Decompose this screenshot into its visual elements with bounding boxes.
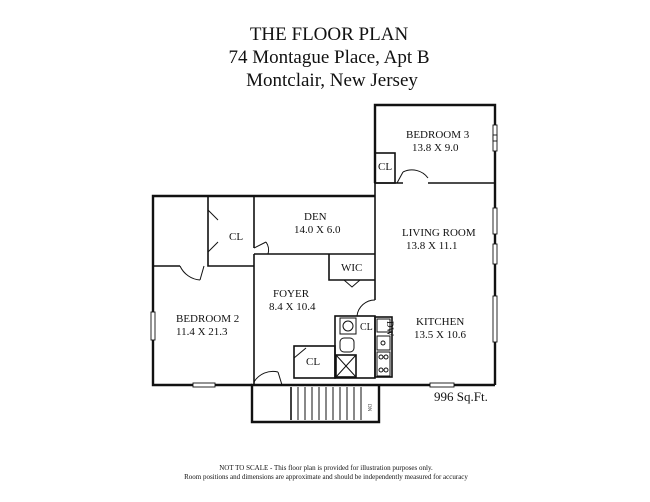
foyer-dims: 8.4 X 10.4	[269, 301, 316, 313]
kitchen-name: KITCHEN	[416, 316, 464, 328]
window-bedroom3-b	[492, 134, 498, 142]
window-bedroom2-side	[150, 311, 156, 341]
kitchen-counter	[374, 316, 393, 378]
burner-3	[378, 367, 384, 373]
den-dims: 14.0 X 6.0	[294, 224, 341, 236]
title-address: 74 Montague Place, Apt B	[228, 47, 429, 68]
door-foyer-closet	[293, 347, 307, 359]
title-block: THE FLOOR PLAN 74 Montague Place, Apt B …	[228, 24, 429, 91]
foyer-closet	[293, 345, 336, 379]
bedroom3-closet	[374, 152, 396, 184]
shower-diag-b	[335, 354, 357, 378]
bedroom2-closet-walls	[207, 196, 254, 267]
disclaimer-line-1: NOT TO SCALE - This floor plan is provid…	[219, 464, 433, 472]
west-outer-wall	[151, 194, 375, 387]
den-name: DEN	[304, 211, 327, 223]
title-heading: THE FLOOR PLAN	[250, 24, 409, 45]
bedroom2-name: BEDROOM 2	[176, 313, 239, 325]
bedroom2-dims: 11.4 X 21.3	[176, 326, 228, 338]
wic-label: WIC	[341, 262, 362, 274]
stairs-label: DN	[366, 404, 371, 412]
disclaimer: NOT TO SCALE - This floor plan is provid…	[184, 464, 468, 481]
title-city: Montclair, New Jersey	[246, 70, 418, 91]
living-room-name: LIVING ROOM	[402, 227, 476, 239]
stairs	[290, 387, 362, 420]
burner-1	[378, 354, 384, 360]
foyer-closet-label: CL	[306, 356, 320, 368]
foyer-name: FOYER	[273, 288, 310, 300]
kitchen-sink	[376, 335, 391, 351]
door-entry-arc	[253, 370, 279, 383]
bedroom2-closet-label: CL	[229, 231, 243, 243]
kitchen-sink-drain	[380, 340, 386, 346]
burner-4	[383, 367, 389, 373]
toilet	[339, 337, 355, 353]
total-area: 996 Sq.Ft.	[434, 389, 488, 404]
bathroom-fixtures	[335, 317, 357, 378]
door-bedroom3-arc	[402, 169, 429, 179]
sink-bowl	[342, 320, 354, 332]
sink-outline	[339, 317, 357, 335]
kitchen-fixtures	[376, 318, 391, 377]
window-bedroom2-bottom	[192, 382, 216, 388]
door-wic	[343, 279, 361, 288]
door-den	[253, 241, 267, 249]
bath-closet-label: CL	[360, 322, 373, 333]
living-room-dims: 13.8 X 11.1	[406, 240, 458, 252]
doors	[179, 169, 429, 386]
window-kitchen	[492, 295, 498, 343]
range	[376, 351, 391, 377]
burner-2	[383, 354, 389, 360]
kitchen-dims: 13.5 X 10.6	[414, 329, 466, 341]
window-kitchen-bottom	[429, 382, 455, 388]
door-closet-upper	[207, 209, 219, 221]
interior-walls	[153, 152, 495, 385]
dishwasher	[376, 318, 391, 333]
dishwasher-label: DW	[385, 321, 395, 336]
bedroom3-name: BEDROOM 3	[406, 129, 470, 141]
disclaimer-line-2: Room positions and dimensions are approx…	[184, 473, 468, 481]
door-bath-arc	[356, 299, 376, 317]
window-living-a	[492, 207, 498, 235]
bedroom3-closet-label: CL	[378, 161, 392, 173]
shower-stall	[335, 354, 357, 378]
door-bedroom3	[396, 171, 404, 184]
window-living-b	[492, 243, 498, 265]
bedroom3-dims: 13.8 X 9.0	[412, 142, 459, 154]
door-entry-leaf	[277, 371, 283, 386]
closet-labels: CL CL WIC CL CL DW DN	[229, 161, 395, 412]
stair-enclosure-wall	[250, 383, 495, 424]
door-bedroom2-arc	[179, 265, 201, 281]
door-closet-lower	[207, 241, 219, 253]
door-den-arc	[265, 241, 270, 255]
windows	[150, 124, 498, 388]
door-bedroom2-leaf	[199, 265, 205, 281]
room-labels: BEDROOM 3 13.8 X 9.0 DEN 14.0 X 6.0 LIVI…	[176, 129, 476, 341]
